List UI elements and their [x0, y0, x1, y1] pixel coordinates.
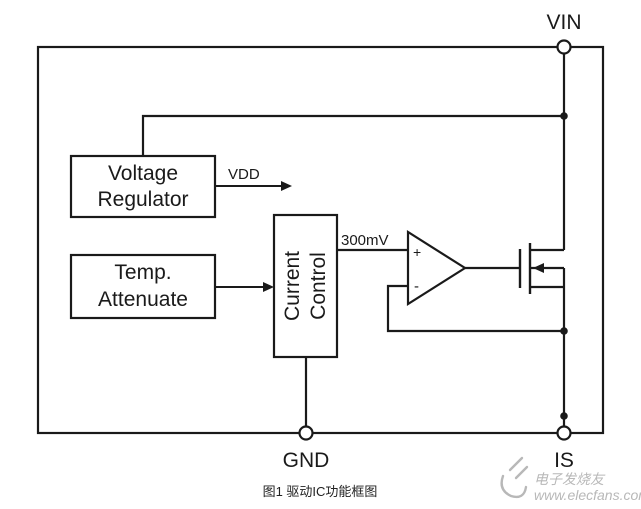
- voltage-regulator-block: Voltage Regulator: [69, 154, 217, 219]
- vdd-label: VDD: [228, 166, 260, 183]
- svg-text:Control: Control: [307, 252, 330, 320]
- svg-text:www.elecfans.com: www.elecfans.com: [534, 487, 641, 503]
- vin-terminal: [556, 39, 572, 55]
- op-amp: + -: [406, 230, 468, 306]
- junction-dot-is: [560, 412, 568, 420]
- watermark-logo-icon: [500, 456, 529, 499]
- feedback-wire: [386, 284, 564, 333]
- svg-text:Current: Current: [281, 251, 304, 321]
- temp-attenuate-block: Temp. Attenuate: [69, 253, 217, 320]
- current-control-block: Current Control: [272, 213, 339, 359]
- svg-text:Regulator: Regulator: [97, 188, 188, 211]
- watermark: 电子发烧友 www.elecfans.com: [500, 456, 641, 503]
- is-label: IS: [554, 449, 574, 472]
- svg-text:Temp.: Temp.: [114, 261, 171, 284]
- is-terminal: [556, 425, 572, 441]
- svg-text:电子发烧友: 电子发烧友: [534, 471, 606, 487]
- op-amp-minus: -: [414, 278, 419, 295]
- svg-text:Voltage: Voltage: [108, 162, 178, 185]
- svg-text:Attenuate: Attenuate: [98, 288, 188, 311]
- gnd-label: GND: [283, 449, 330, 472]
- ic-boundary: [36, 45, 605, 435]
- mosfet-icon: [518, 243, 566, 294]
- regulator-supply-wire: [141, 114, 564, 156]
- temp-to-control-arrow-head: [263, 282, 274, 292]
- figure-caption: 图1 驱动IC功能框图: [263, 484, 378, 499]
- vdd-arrow-head: [281, 181, 292, 191]
- vin-label: VIN: [546, 11, 581, 34]
- reference-label: 300mV: [341, 232, 389, 249]
- op-amp-plus: +: [413, 244, 421, 260]
- gnd-terminal: [298, 425, 314, 441]
